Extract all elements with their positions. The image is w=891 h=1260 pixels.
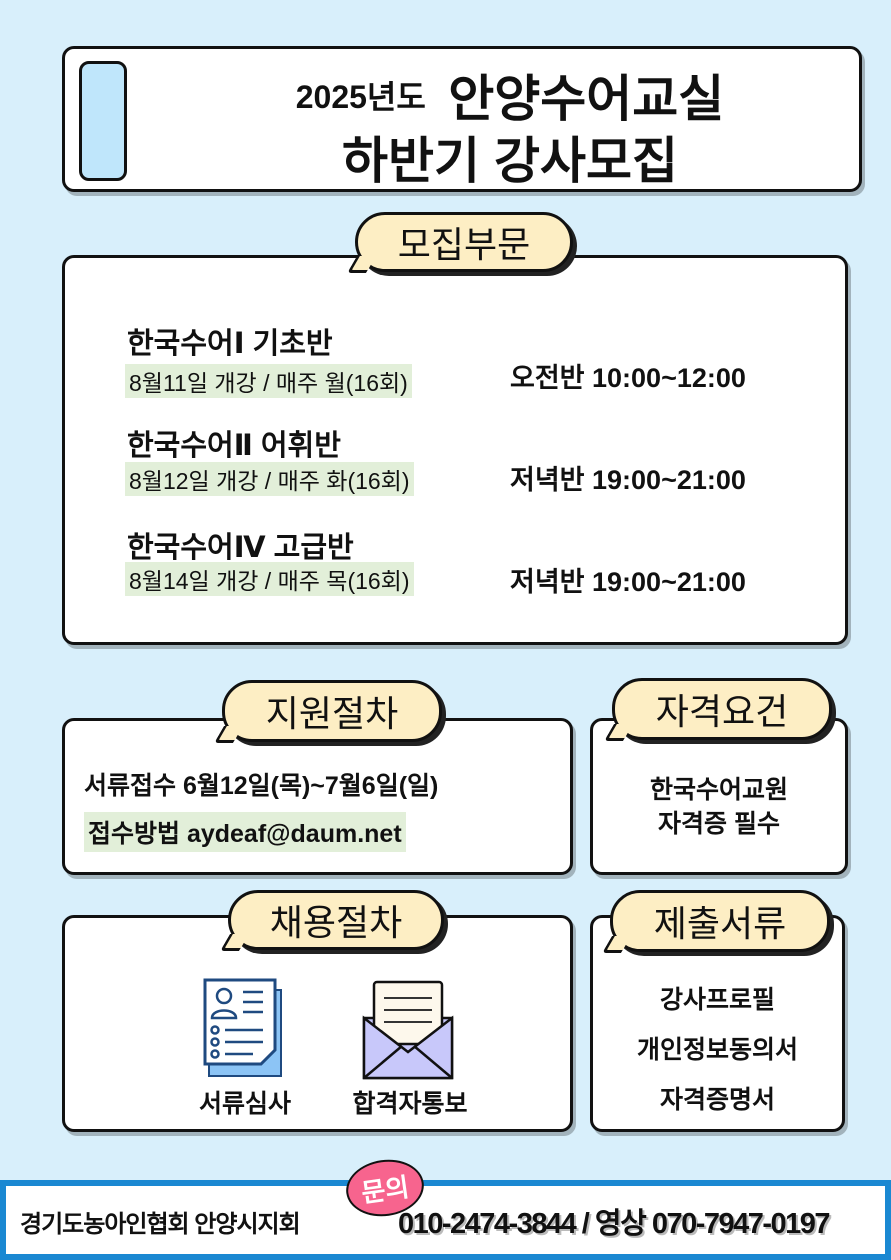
footer-org: 경기도농아인협회 안양시지회 [20, 1211, 301, 1238]
tag-hiring: 채용절차 [228, 890, 444, 950]
title-main: 안양수어교실 [448, 71, 725, 127]
hiring-step-label: 서류심사 [198, 1090, 291, 1118]
tag-apply: 지원절차 [222, 680, 442, 742]
title-year: 2025년도 [295, 79, 426, 115]
course-schedule: 8월11일 개강 / 매주 월(16회) [125, 364, 412, 398]
course-time: 저녁반 19:00~21:00 [510, 465, 746, 495]
document-item: 자격증명서 [659, 1086, 775, 1114]
envelope-icon [362, 980, 454, 1080]
qualification-line1: 한국수어교원 [649, 776, 788, 804]
tag-recruit: 모집부문 [355, 212, 573, 272]
hiring-box [62, 915, 573, 1132]
title-accent [79, 61, 127, 181]
tag-documents: 제출서류 [610, 890, 830, 952]
course-time: 저녁반 19:00~21:00 [510, 567, 746, 597]
course-schedule: 8월14일 개강 / 매주 목(16회) [125, 562, 414, 596]
qualification-line2: 자격증 필수 [658, 810, 780, 838]
footer-contact: 010-2474-3844 / 영상 070-7947-0197 [398, 1208, 831, 1240]
qualification-box [590, 718, 848, 875]
course-time: 오전반 10:00~12:00 [510, 363, 746, 393]
apply-method: 접수방법 aydeaf@daum.net [84, 812, 406, 852]
document-item: 개인정보동의서 [636, 1036, 798, 1064]
document-review-icon [203, 978, 282, 1077]
course-title: 한국수어Ⅳ 고급반 [127, 532, 354, 564]
tag-qualification: 자격요건 [612, 678, 832, 740]
apply-period: 서류접수 6월12일(목)~7월6일(일) [84, 772, 439, 800]
title-box: 2025년도 안양수어교실 하반기 강사모집 [62, 46, 862, 192]
hiring-step-label: 합격자통보 [352, 1090, 468, 1118]
course-schedule: 8월12일 개강 / 매주 화(16회) [125, 462, 414, 496]
title-sub: 하반기 강사모집 [342, 133, 678, 189]
course-title: 한국수어Ⅱ 어휘반 [127, 430, 341, 462]
footer-bar [0, 1180, 891, 1260]
course-title: 한국수어Ⅰ 기초반 [127, 328, 333, 360]
document-item: 강사프로필 [659, 986, 775, 1014]
